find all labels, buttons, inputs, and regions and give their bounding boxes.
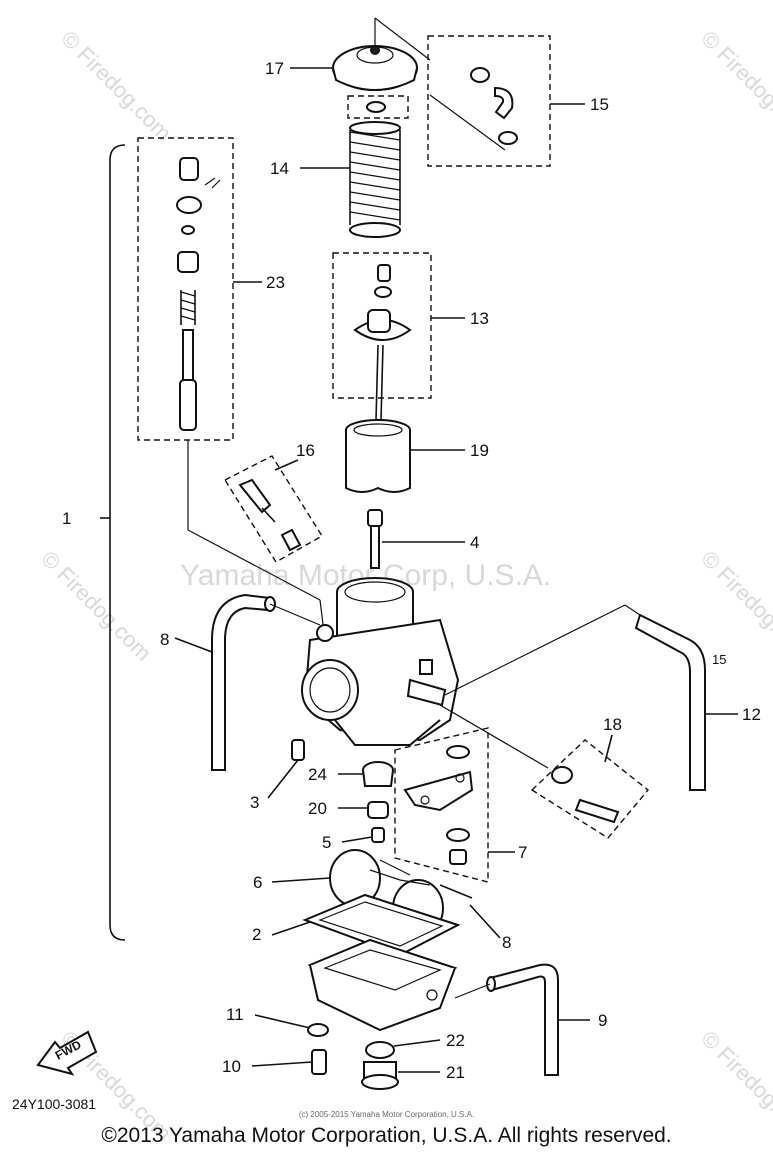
part-8-float-pin (439, 884, 473, 899)
callout-1: 1 (62, 509, 71, 528)
callout-24: 24 (308, 765, 327, 784)
part-1-carburetor-body (301, 577, 460, 746)
part-4-needle-jet (367, 509, 383, 569)
watermark-site-topleft: © Firedog.com (56, 26, 176, 146)
callout-3: 3 (250, 793, 259, 812)
part-19-throttle-valve (345, 419, 411, 493)
callout-21: 21 (446, 1063, 465, 1082)
assembly-bracket (109, 144, 126, 941)
watermark-site-left: © Firedog.com (36, 546, 156, 666)
part-23-starter-plunger (137, 137, 234, 441)
part-5-main-jet (371, 827, 385, 843)
callout-7: 7 (518, 843, 527, 862)
callout-8a: 8 (160, 630, 169, 649)
part-15-fitting (374, 17, 551, 167)
part-float-bowl (307, 938, 458, 1032)
callout-18: 18 (603, 715, 622, 734)
part-9-hose-bottom (486, 963, 559, 1076)
callout-19: 19 (470, 441, 489, 460)
callout-12: 12 (742, 705, 761, 724)
part-24-seat (362, 761, 394, 787)
copyright-footer: ©2013 Yamaha Motor Corporation, U.S.A. A… (101, 1124, 672, 1147)
watermark-site-right: © Firedog.com (696, 546, 773, 666)
callout-11: 11 (226, 1005, 244, 1024)
small-copyright-note: (c) 2005-2015 Yamaha Motor Corporation, … (298, 1110, 475, 1119)
part-clip (347, 95, 409, 119)
callout-20: 20 (308, 799, 327, 818)
callout-10: 10 (222, 1057, 241, 1076)
callout-5: 5 (322, 833, 331, 852)
callout-17: 17 (265, 59, 284, 78)
callout-8b: 8 (502, 933, 511, 952)
part-21-drain-plug (361, 1061, 399, 1090)
part-8-hose-left (211, 593, 276, 771)
callout-4: 4 (470, 533, 479, 552)
catalog-code: 24Y100-3081 (12, 1096, 97, 1112)
part-16-pilot-screw (224, 455, 323, 563)
part-7-jet-holder-set (394, 727, 489, 883)
callout-15b: 15 (712, 652, 726, 667)
part-11-washer (307, 1023, 329, 1037)
callout-15a: 15 (590, 95, 609, 114)
part-17-cap (332, 45, 418, 91)
part-13-needle (332, 252, 432, 421)
callout-13: 13 (470, 309, 489, 328)
callout-16: 16 (296, 441, 315, 460)
part-20-ring (367, 801, 389, 819)
fwd-arrow-icon: FWD (36, 1030, 98, 1076)
part-3-screw (291, 739, 305, 761)
callout-6: 6 (253, 873, 262, 892)
part-10-screw (311, 1049, 327, 1075)
part-22-oring (365, 1041, 395, 1059)
callout-14: 14 (270, 159, 289, 178)
part-18-throttle-stop-screw (530, 739, 649, 839)
part-12-hose-right (634, 613, 706, 791)
callout-9: 9 (598, 1011, 607, 1030)
callout-23: 23 (266, 273, 285, 292)
callout-2: 2 (252, 925, 261, 944)
part-14-spring (349, 121, 401, 238)
watermark-site-topright: © Firedog.com (696, 26, 773, 146)
callout-22: 22 (446, 1031, 465, 1050)
